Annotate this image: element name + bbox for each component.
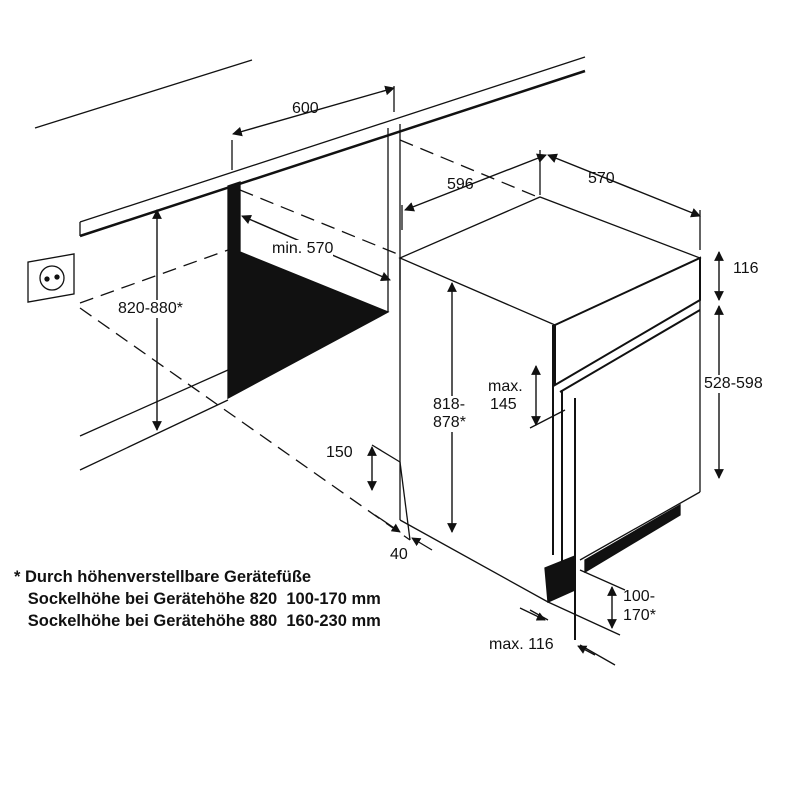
footnote: * Durch höhenverstellbare Gerätefüße Soc…	[14, 566, 381, 632]
plinth	[584, 503, 681, 574]
dim-570	[547, 153, 701, 218]
label-100-170-line1: 100-	[623, 588, 656, 605]
dishwasher-body	[398, 196, 702, 640]
footnote-line-2: Sockelhöhe bei Gerätehöhe 820 100-170 mm	[14, 590, 381, 608]
label-528-598: 528-598	[704, 375, 763, 393]
label-145: 145	[490, 396, 517, 413]
footnote-line-1: * Durch höhenverstellbare Gerätefüße	[14, 568, 312, 586]
label-600: 600	[292, 100, 319, 117]
label-818-878-line1: 818-	[433, 396, 466, 414]
niche-back-wall	[227, 181, 390, 400]
countertop	[79, 56, 586, 238]
dim-600	[232, 85, 395, 137]
footnote-line-3: Sockelhöhe bei Gerätehöhe 880 160-230 mm	[14, 612, 381, 630]
label-max: max.	[488, 378, 523, 395]
wall-line	[34, 59, 253, 129]
label-116: 116	[733, 260, 759, 277]
label-40: 40	[390, 546, 408, 563]
label-100-170-line2: 170*	[623, 607, 656, 624]
label-min-570: min. 570	[272, 240, 334, 258]
label-596: 596	[447, 176, 474, 193]
label-150: 150	[326, 444, 353, 461]
dim-596	[404, 153, 547, 212]
label-818-878-line2: 878*	[433, 414, 466, 432]
label-max-116: max. 116	[489, 636, 554, 653]
label-570: 570	[588, 170, 615, 187]
power-socket-icon	[27, 253, 75, 303]
label-820-880: 820-880*	[118, 300, 183, 318]
